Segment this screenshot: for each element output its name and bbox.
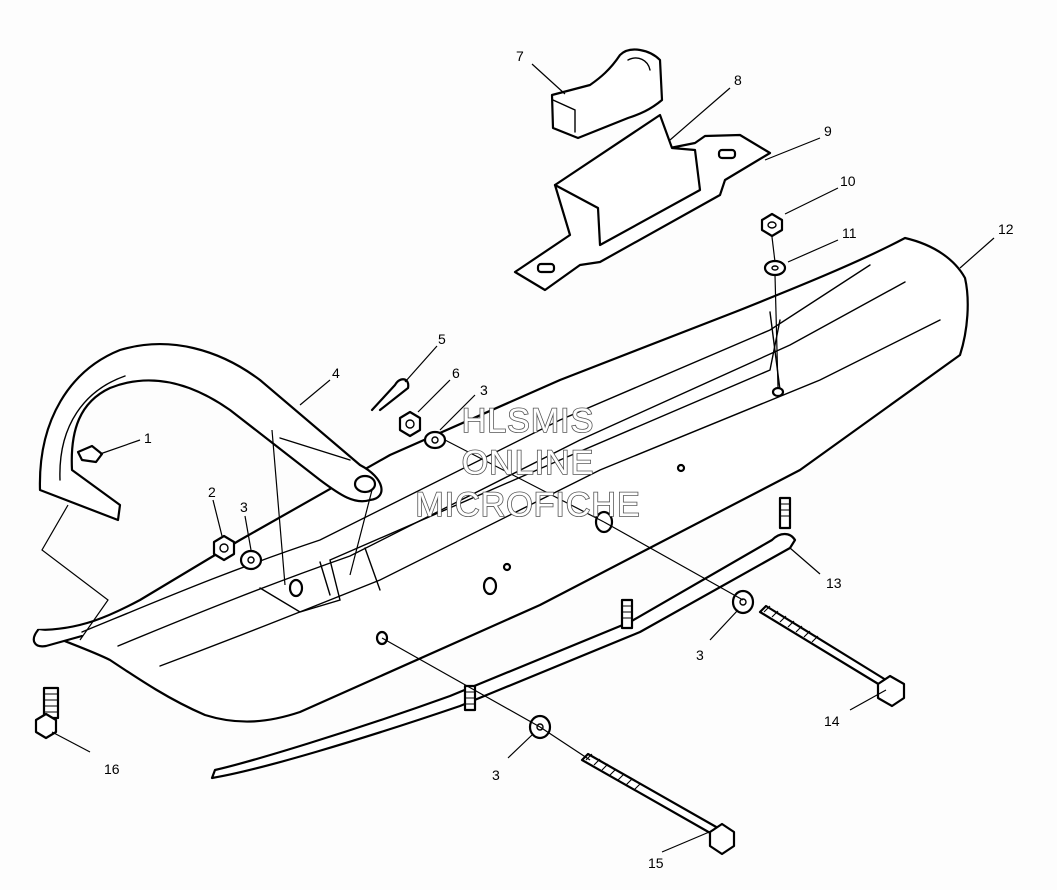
nut-6 — [398, 410, 422, 438]
callout-3-right: 3 — [696, 647, 704, 663]
callout-3-lower: 3 — [492, 767, 500, 783]
washer-11 — [763, 259, 787, 277]
callout-14: 14 — [824, 713, 840, 729]
callout-3-left: 3 — [240, 499, 248, 515]
callout-7: 7 — [516, 48, 524, 64]
callout-3-upper: 3 — [480, 382, 488, 398]
clip-1 — [76, 444, 104, 464]
nut-10 — [760, 212, 784, 238]
callout-15: 15 — [648, 855, 664, 871]
callout-10: 10 — [840, 173, 856, 189]
bolt-14 — [758, 604, 906, 708]
callout-13: 13 — [826, 575, 842, 591]
watermark-line-1: HLSMIS — [462, 402, 595, 440]
saddle-plate — [553, 113, 702, 247]
bolt-15 — [580, 752, 736, 856]
callout-12: 12 — [998, 221, 1014, 237]
ski-loop — [38, 343, 383, 522]
nut-2 — [212, 534, 236, 562]
callout-6: 6 — [452, 365, 460, 381]
callout-labels: 7 8 9 10 11 12 5 6 3 4 1 2 3 13 3 14 16 … — [104, 48, 1014, 871]
callout-8: 8 — [734, 72, 742, 88]
watermark: HLSMIS ONLINE MICROFICHE — [415, 401, 641, 525]
watermark-line-2: ONLINE — [462, 444, 595, 482]
wear-bar — [210, 496, 797, 780]
washer-right — [731, 589, 755, 615]
cotter-pin — [370, 378, 410, 412]
callout-4: 4 — [332, 365, 340, 381]
callout-16: 16 — [104, 761, 120, 777]
washer-left — [239, 549, 263, 571]
callout-2: 2 — [208, 484, 216, 500]
leader-lines — [41, 63, 995, 853]
ski-body — [32, 236, 969, 723]
washer-upper — [423, 430, 447, 450]
callout-1: 1 — [144, 430, 152, 446]
callout-11: 11 — [842, 225, 857, 241]
ski-bumper — [550, 48, 664, 140]
callout-5: 5 — [438, 331, 446, 347]
callout-9: 9 — [824, 123, 832, 139]
watermark-line-3: MICROFICHE — [415, 486, 640, 524]
screw-16 — [34, 686, 60, 740]
